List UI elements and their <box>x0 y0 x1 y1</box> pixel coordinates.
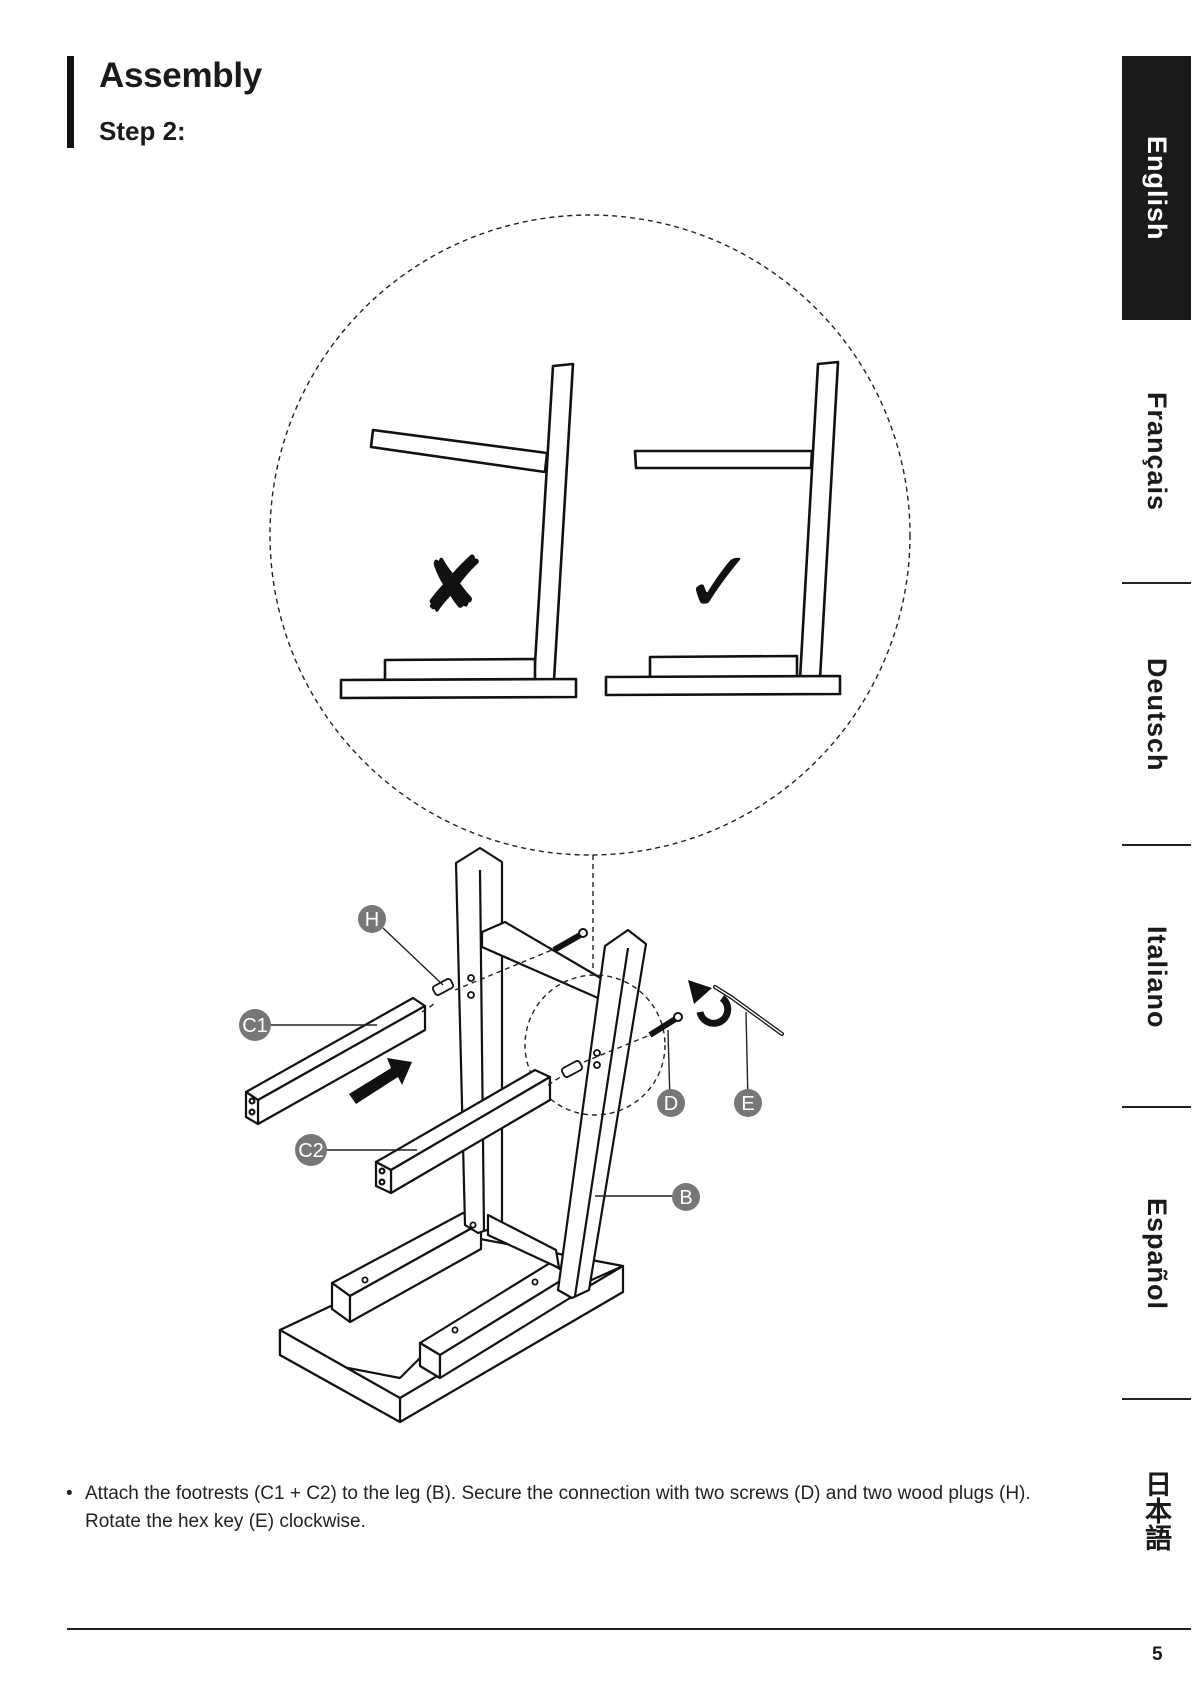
tab-francais[interactable]: Français <box>1122 320 1191 584</box>
joint-detail-circle <box>525 975 665 1115</box>
tab-label: Español <box>1141 1198 1172 1310</box>
footrest-c2 <box>376 1070 550 1170</box>
wrong-example-base <box>341 679 576 698</box>
upper-crossbar <box>482 922 604 998</box>
svg-text:H: H <box>365 909 379 931</box>
footrest-c1 <box>246 998 425 1100</box>
callout-d: D <box>657 1089 685 1117</box>
screws-d <box>554 929 682 1035</box>
correct-example-upright <box>800 362 838 679</box>
step-title: Step 2: <box>99 116 186 147</box>
svg-text:D: D <box>664 1093 678 1115</box>
callout-b: B <box>672 1183 700 1211</box>
front-upright-b <box>558 930 646 1298</box>
correct-example-base <box>606 676 840 695</box>
wrong-mark-icon: ✘ <box>420 541 485 631</box>
wrong-example-crossbar <box>371 430 547 472</box>
svg-text:C2: C2 <box>298 1140 324 1162</box>
direction-arrow-icon <box>349 1058 412 1104</box>
callout-c1: C1 <box>239 1009 271 1041</box>
wrong-example-foot-rail <box>385 659 535 680</box>
callout-c2: C2 <box>295 1134 327 1166</box>
clockwise-rotate-icon <box>688 980 728 1023</box>
tab-deutsch[interactable]: Deutsch <box>1122 584 1191 846</box>
tab-label: English <box>1141 136 1172 241</box>
hex-key-e <box>715 987 782 1034</box>
callout-h: H <box>358 905 386 933</box>
svg-text:B: B <box>679 1187 692 1209</box>
correct-mark-icon: ✓ <box>683 533 755 633</box>
correct-example-foot-rail <box>650 656 797 678</box>
footer-divider <box>67 1628 1191 1630</box>
tab-label: 日本語 <box>1137 1470 1176 1551</box>
page-title: Assembly <box>99 56 262 96</box>
instruction-line-2: Rotate the hex key (E) clockwise. <box>85 1508 1086 1536</box>
wrong-example-upright <box>534 364 573 680</box>
back-upright <box>456 848 502 1233</box>
correct-example-crossbar <box>635 451 812 468</box>
detail-circle <box>270 215 910 855</box>
tab-label: Français <box>1141 392 1172 511</box>
tab-label: Deutsch <box>1141 658 1172 772</box>
base-board <box>280 1238 623 1378</box>
tab-italiano[interactable]: Italiano <box>1122 846 1191 1108</box>
instruction-line-1: Attach the footrests (C1 + C2) to the le… <box>85 1480 1086 1508</box>
title-accent-bar <box>67 56 74 148</box>
bullet: • <box>66 1480 73 1508</box>
instruction-text: • Attach the footrests (C1 + C2) to the … <box>66 1480 1086 1536</box>
tab-english[interactable]: English <box>1122 56 1191 320</box>
tab-label: Italiano <box>1141 926 1172 1029</box>
callout-e: E <box>734 1089 762 1117</box>
front-foot-rail <box>420 1263 570 1355</box>
svg-text:C1: C1 <box>242 1015 268 1037</box>
tab-japanese[interactable]: 日本語 <box>1122 1400 1191 1620</box>
page-number: 5 <box>1152 1644 1163 1666</box>
tab-espanol[interactable]: Español <box>1122 1108 1191 1400</box>
svg-text:E: E <box>741 1093 754 1115</box>
wood-plugs-h <box>432 978 583 1078</box>
back-foot-rail <box>332 1213 481 1296</box>
